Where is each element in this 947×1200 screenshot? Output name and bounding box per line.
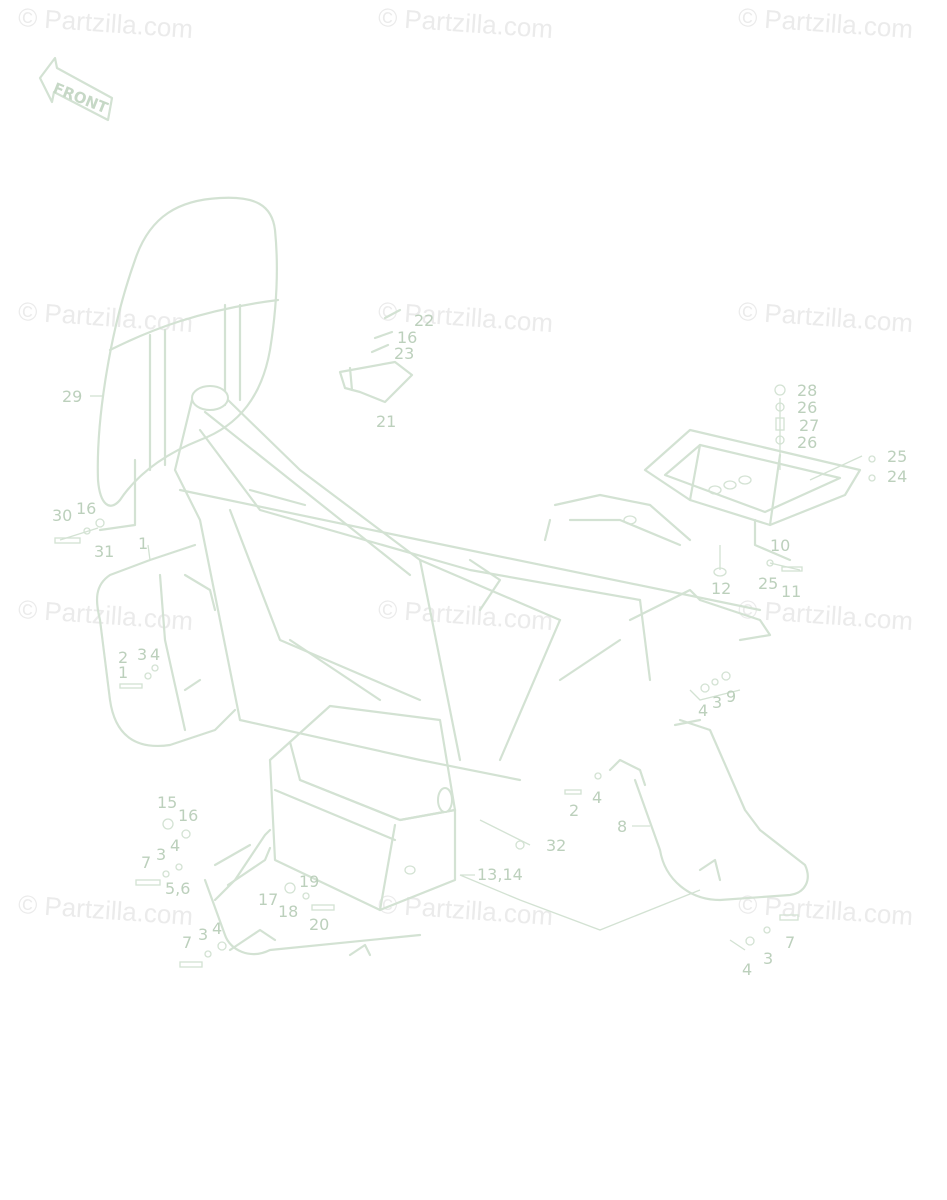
callout-3: 3 (763, 949, 773, 968)
callout-16: 16 (178, 806, 198, 825)
callout-25: 25 (887, 447, 907, 466)
callout-29: 29 (62, 387, 82, 406)
callout-3: 3 (712, 693, 722, 712)
callout-22: 22 (414, 311, 434, 330)
callout-labels: 22 16 23 21 29 30 16 31 1 28 26 27 26 25… (52, 311, 907, 979)
callout-25: 25 (758, 574, 778, 593)
front-label: FRONT (51, 79, 112, 117)
callout-4: 4 (150, 645, 160, 664)
hardware-fasteners (54, 384, 876, 968)
callout-7: 7 (182, 933, 192, 952)
callout-32: 32 (546, 836, 566, 855)
right-rear-bracket (608, 718, 809, 902)
callout-19: 19 (299, 872, 319, 891)
callout-2: 2 (569, 801, 579, 820)
callout-4: 4 (592, 788, 602, 807)
callout-15: 15 (157, 793, 177, 812)
callout-28: 28 (797, 381, 817, 400)
callout-4: 4 (742, 960, 752, 979)
left-side-bracket (203, 828, 422, 957)
callout-20: 20 (309, 915, 329, 934)
windshield (96, 196, 280, 532)
callout-7: 7 (141, 853, 151, 872)
callout-5-6: 5,6 (165, 879, 190, 898)
callout-9: 9 (726, 687, 736, 706)
luggage-box (268, 704, 457, 912)
callout-4: 4 (170, 836, 180, 855)
callout-13-14: 13,14 (477, 865, 523, 884)
front-crash-guard (95, 543, 237, 747)
callout-16: 16 (76, 499, 96, 518)
bracket-21 (338, 308, 414, 404)
callout-10: 10 (770, 536, 790, 555)
rear-carrier-rack (543, 428, 862, 562)
callout-31: 31 (94, 542, 114, 561)
callout-3: 3 (198, 925, 208, 944)
callout-1: 1 (138, 534, 148, 553)
callout-8: 8 (617, 817, 627, 836)
callout-4: 4 (212, 919, 222, 938)
leader-lines (59, 395, 863, 951)
callout-12: 12 (711, 579, 731, 598)
callout-30: 30 (52, 506, 72, 525)
callout-24: 24 (887, 467, 907, 486)
callout-2: 2 (118, 648, 128, 667)
callout-7: 7 (785, 933, 795, 952)
callout-18: 18 (278, 902, 298, 921)
callout-11: 11 (781, 582, 801, 601)
callout-16: 16 (397, 328, 417, 347)
callout-26: 26 (797, 398, 817, 417)
callout-27: 27 (799, 416, 819, 435)
callout-17: 17 (258, 890, 278, 909)
callout-4: 4 (698, 701, 708, 720)
callout-23: 23 (394, 344, 414, 363)
callout-1: 1 (118, 663, 128, 682)
callout-21: 21 (376, 412, 396, 431)
callout-3: 3 (156, 845, 166, 864)
callout-3: 3 (137, 645, 147, 664)
front-arrow-icon: FRONT (38, 56, 114, 122)
callout-26: 26 (797, 433, 817, 452)
main-frame (173, 385, 772, 782)
